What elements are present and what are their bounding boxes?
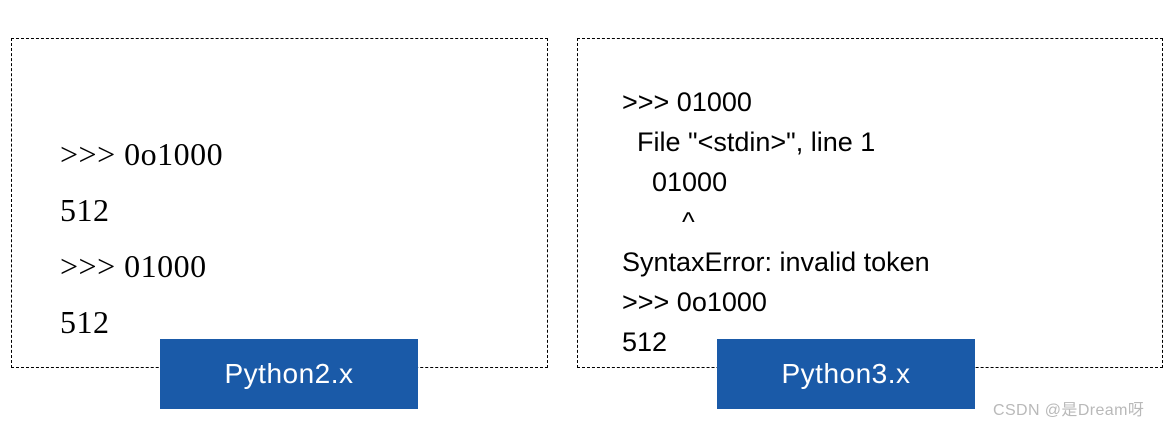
label-python2-text: Python2.x xyxy=(224,358,354,389)
label-python3: Python3.x xyxy=(717,339,975,409)
console-output-python2: >>> 0o1000 512 >>> 01000 512 xyxy=(60,136,224,340)
label-python3-text: Python3.x xyxy=(781,358,911,389)
label-python2: Python2.x xyxy=(160,339,418,409)
watermark: CSDN @是Dream呀 xyxy=(993,402,1145,419)
console-output-python3: >>> 01000 File "<stdin>", line 1 01000 ^… xyxy=(622,87,930,357)
